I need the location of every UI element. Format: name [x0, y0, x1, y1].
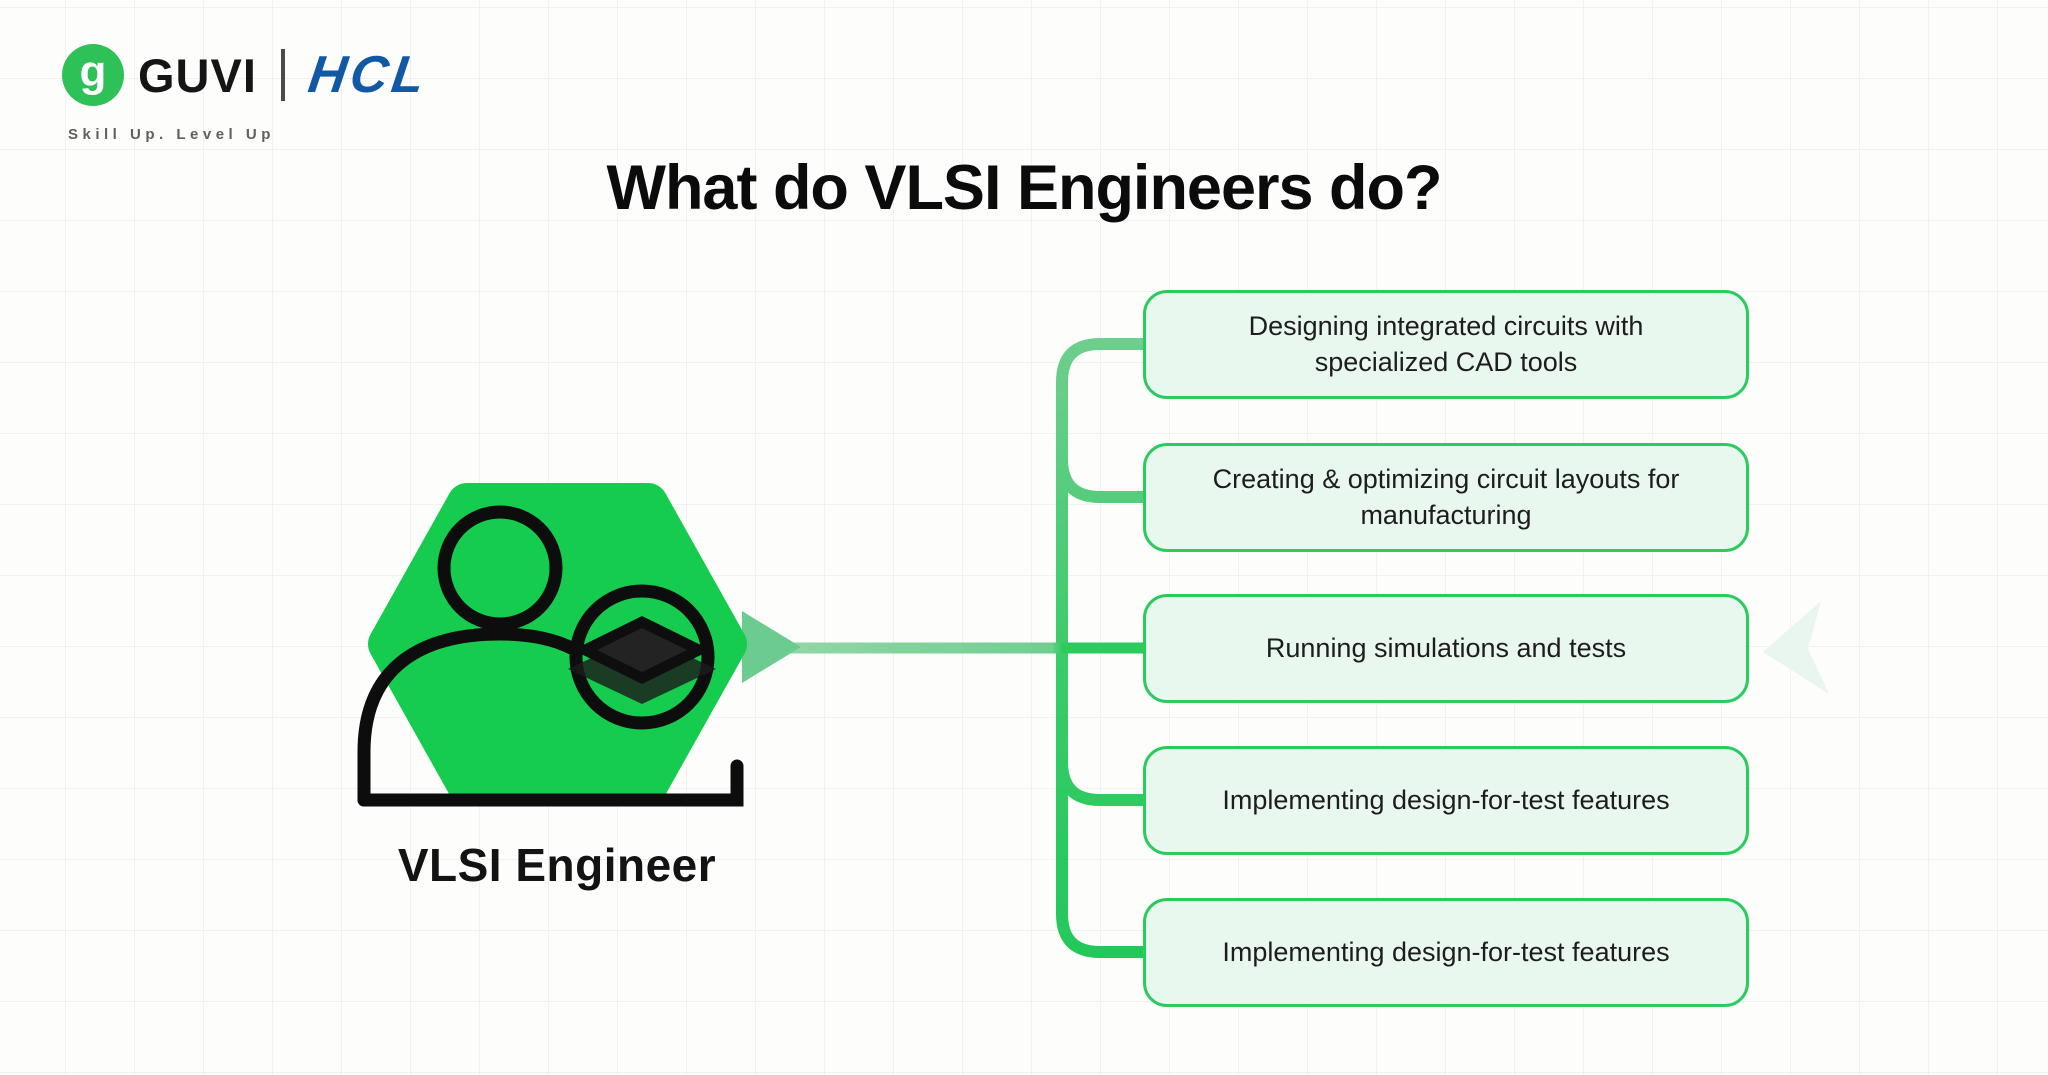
guvi-wordmark: GUVI: [138, 48, 257, 102]
logo-divider: [280, 49, 285, 101]
task-box-5-label: Implementing design-for-test features: [1222, 936, 1670, 967]
brand-tagline: Skill Up. Level Up: [68, 126, 275, 143]
task-box-4-label: Implementing design-for-test features: [1222, 784, 1670, 815]
person-chip-icon: [357, 505, 744, 807]
guvi-logo-icon: g: [62, 44, 124, 106]
task-box-1: Designing integrated circuits with speci…: [1143, 290, 1749, 399]
task-box-2: Creating & optimizing circuit layouts fo…: [1143, 443, 1749, 552]
task-box-2-label: Creating & optimizing circuit layouts fo…: [1212, 463, 1680, 530]
task-box-1-label: Designing integrated circuits with speci…: [1248, 310, 1644, 377]
task-box-4: Implementing design-for-test features: [1143, 746, 1749, 855]
brand-header: g GUVI HCL: [62, 44, 432, 106]
task-box-3: Running simulations and tests: [1143, 594, 1749, 703]
task-box-3-label: Running simulations and tests: [1265, 632, 1627, 663]
task-box-5: Implementing design-for-test features: [1143, 898, 1749, 1007]
center-node-label: VLSI Engineer: [397, 839, 717, 891]
arrow-icon: [742, 611, 801, 683]
guvi-glyph: g: [79, 47, 107, 96]
watermark-chevron-icon: [1763, 601, 1829, 694]
page-title: What do VLSI Engineers do?: [606, 153, 1442, 223]
